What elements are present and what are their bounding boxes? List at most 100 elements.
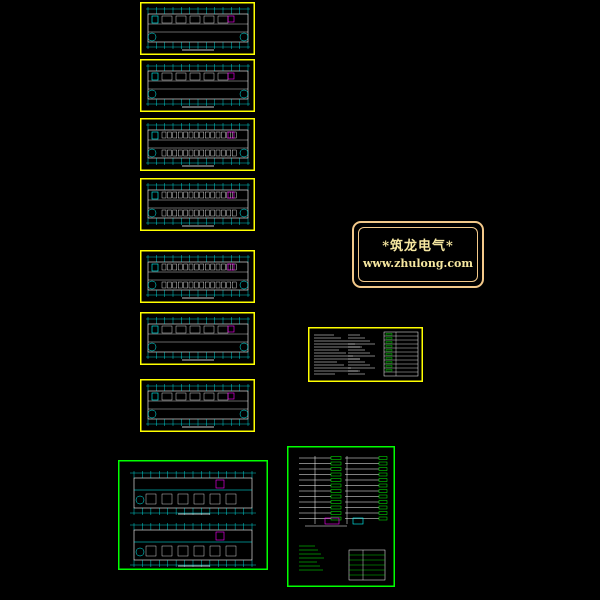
cad-rect — [330, 472, 342, 477]
cad-rect — [194, 209, 199, 217]
cad-rect — [215, 209, 221, 217]
stair-symbol — [239, 280, 249, 290]
cad-rect — [183, 131, 188, 139]
cad-rect — [147, 189, 249, 219]
cad-rect — [193, 545, 205, 557]
cad-rect — [204, 191, 210, 199]
drawing-sheet-design-notes[interactable] — [308, 327, 423, 382]
cad-rect — [385, 349, 393, 352]
cad-rect — [194, 191, 199, 199]
cad-rect — [167, 281, 172, 289]
cad-rect — [378, 500, 388, 504]
floor-plan-icon — [140, 178, 255, 231]
stair-symbol — [147, 280, 157, 290]
watermark-url: www.zhulong.com — [362, 257, 474, 270]
cad-rect — [203, 15, 215, 24]
table-icon — [308, 327, 423, 382]
stair-symbol — [239, 342, 249, 352]
cad-rect — [167, 131, 172, 139]
cad-rect — [385, 353, 393, 356]
cad-rect — [378, 472, 388, 477]
cad-rect — [378, 461, 388, 466]
cad-rect — [183, 209, 188, 217]
cad-rect — [378, 505, 388, 510]
cad-rect — [151, 392, 159, 401]
cad-rect — [175, 72, 187, 81]
cad-rect — [378, 516, 388, 521]
drawing-sheet-floor-plan-5[interactable] — [140, 250, 255, 303]
cad-rect — [189, 15, 201, 24]
stair-symbol — [147, 208, 157, 218]
cad-rect — [167, 209, 172, 217]
cad-rect — [217, 72, 229, 81]
cad-rect — [385, 341, 393, 344]
cad-rect — [385, 337, 393, 340]
drawing-sheet-floor-plan-2[interactable] — [140, 59, 255, 112]
drawing-sheet-floor-plan-3[interactable] — [140, 118, 255, 171]
cad-rect — [226, 191, 232, 199]
cad-rect — [172, 263, 177, 271]
stair-symbol — [147, 409, 157, 419]
cad-rect — [178, 191, 183, 199]
stair-symbol — [239, 32, 249, 42]
cad-rect — [324, 517, 340, 525]
cad-rect — [204, 209, 210, 217]
drawing-sheet-floor-plan-6[interactable] — [140, 312, 255, 365]
cad-rect — [183, 263, 188, 271]
cad-rect — [330, 500, 342, 504]
stair-symbol — [147, 89, 157, 99]
cad-rect — [151, 325, 159, 334]
cad-rect — [203, 392, 215, 401]
cad-rect — [215, 281, 221, 289]
cad-rect — [227, 263, 235, 271]
cad-rect — [140, 379, 255, 432]
cad-rect — [140, 118, 255, 171]
cad-rect — [188, 149, 194, 157]
cad-rect — [199, 209, 204, 217]
cad-rect — [330, 456, 342, 460]
stair-symbol — [147, 342, 157, 352]
cad-rect — [151, 263, 159, 272]
cad-rect — [199, 191, 204, 199]
cad-rect — [161, 149, 167, 157]
drawing-sheet-floor-plan-7[interactable] — [140, 379, 255, 432]
cad-rect — [210, 263, 215, 271]
cad-rect — [172, 281, 177, 289]
cad-rect — [194, 263, 199, 271]
floor-plan-icon — [140, 312, 255, 365]
cad-rect — [225, 493, 237, 505]
cad-rect — [227, 131, 235, 139]
cad-rect — [145, 545, 157, 557]
cad-rect — [151, 15, 159, 24]
cad-rect — [133, 477, 253, 509]
cad-rect — [161, 281, 167, 289]
cad-rect — [227, 191, 235, 199]
cad-rect — [330, 461, 342, 466]
floor-plan-icon — [140, 2, 255, 55]
drawing-sheet-floor-plan-4[interactable] — [140, 178, 255, 231]
stair-symbol — [239, 89, 249, 99]
cad-rect — [215, 191, 221, 199]
drawing-sheet-floor-plan-1[interactable] — [140, 2, 255, 55]
cad-rect — [231, 281, 237, 289]
cad-rect — [210, 209, 215, 217]
cad-rect — [194, 131, 199, 139]
cad-rect — [140, 59, 255, 112]
cad-rect — [140, 2, 255, 55]
cad-rect — [215, 263, 221, 271]
cad-rect — [147, 70, 249, 100]
cad-rect — [188, 191, 194, 199]
cad-rect — [221, 191, 226, 199]
floor-plan-icon — [140, 118, 255, 171]
cad-rect — [231, 149, 237, 157]
drawing-sheet-distribution-system[interactable] — [287, 446, 395, 587]
cad-rect — [161, 493, 173, 505]
drawing-sheet-ground-floor-plans[interactable] — [118, 460, 268, 570]
cad-rect — [203, 325, 215, 334]
floor-plan-icon — [140, 59, 255, 112]
cad-rect — [194, 149, 199, 157]
cad-rect — [172, 149, 177, 157]
cad-rect — [221, 281, 226, 289]
cad-rect — [189, 392, 201, 401]
cad-rect — [161, 263, 167, 271]
